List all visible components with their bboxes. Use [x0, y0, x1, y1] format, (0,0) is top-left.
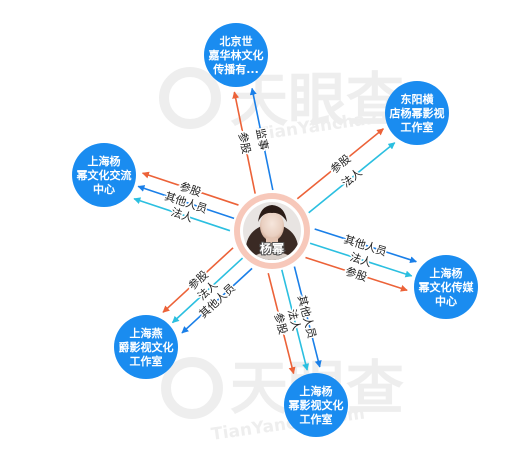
- company-node-circle: [414, 255, 478, 319]
- edge-line: [308, 142, 396, 214]
- avatar: [243, 202, 301, 260]
- edge-line: [137, 185, 235, 220]
- company-node-circle: [114, 315, 178, 379]
- edge-line: [281, 269, 310, 371]
- company-name-line: 北京世: [220, 34, 253, 48]
- company-name-line: 东阳横: [401, 92, 435, 106]
- company-name-line: 店杨幂影视: [390, 106, 445, 120]
- edge-line: [133, 197, 231, 232]
- company-node-circle: [385, 81, 449, 145]
- company-name-line: 幂影视文化: [288, 398, 344, 412]
- center-name: 杨幂: [260, 241, 285, 256]
- company-name-line: 中心: [93, 182, 115, 196]
- company-name-line: 上海杨: [430, 266, 463, 280]
- edge-line: [181, 267, 253, 334]
- company-name-line: 上海燕: [130, 326, 163, 340]
- company-name-line: 工作室: [300, 412, 333, 426]
- edge-line: [309, 242, 413, 278]
- company-name-line: 中心: [435, 294, 457, 308]
- edge-line: [232, 91, 256, 194]
- center-node[interactable]: 杨幂: [234, 193, 310, 272]
- company-name-line: 幂文化传媒: [418, 280, 475, 294]
- edge-line: [141, 171, 239, 206]
- edge-line: [171, 257, 244, 324]
- edge-line: [162, 247, 234, 313]
- edge-n1-1[interactable]: 监事: [249, 87, 274, 191]
- company-name-line: 爵影视文化: [119, 340, 174, 354]
- company-name-line: 幂文化交流: [76, 168, 132, 182]
- edge-n1-0[interactable]: 参股: [232, 91, 256, 194]
- edge-n2-0[interactable]: 参股: [296, 128, 384, 200]
- edge-line: [293, 266, 322, 368]
- company-name-line: 嘉华林文化: [208, 48, 264, 62]
- edge-n2-1[interactable]: 法人: [308, 142, 396, 214]
- company-node-circle: [284, 373, 348, 437]
- edge-line: [314, 228, 417, 264]
- company-name-line: 工作室: [401, 120, 434, 134]
- edge-label: 参股: [236, 131, 254, 155]
- company-name-line: 传播有...: [212, 62, 259, 76]
- nodes-layer: 北京世嘉华林文化传播有...东阳横店杨幂影视工作室上海杨幂文化交流中心上海杨幂文…: [72, 23, 478, 437]
- company-name-line: 上海杨: [88, 154, 121, 168]
- edge-line: [296, 128, 384, 200]
- edge-label: 监事: [253, 127, 270, 151]
- edge-line: [249, 87, 274, 191]
- edge-line: [305, 256, 408, 292]
- company-node-n1[interactable]: 北京世嘉华林文化传播有...: [204, 23, 268, 87]
- company-name-line: 上海杨: [300, 384, 333, 398]
- company-name-line: 工作室: [130, 354, 163, 368]
- edge-line: [267, 273, 296, 375]
- company-node-circle: [72, 143, 136, 207]
- company-node-circle: [204, 23, 268, 87]
- watermark-logo-icon: [159, 67, 223, 419]
